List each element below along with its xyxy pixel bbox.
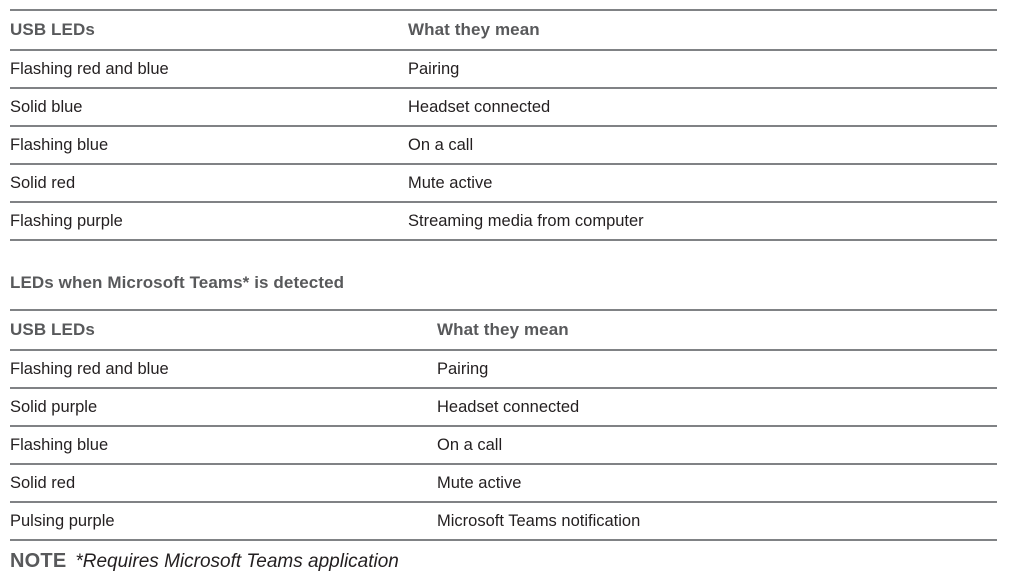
table-row: Solid blue Headset connected [10, 87, 997, 126]
cell-led-state: Solid red [10, 163, 408, 202]
table-header-row: USB LEDs What they mean [10, 9, 997, 51]
cell-led-state: Flashing blue [10, 425, 437, 464]
usb-leds-default-table-head: USB LEDs What they mean [10, 9, 997, 51]
cell-led-state: Flashing blue [10, 125, 408, 164]
cell-meaning: Mute active [408, 163, 997, 202]
cell-led-state: Pulsing purple [10, 501, 437, 541]
cell-meaning: Microsoft Teams notification [437, 501, 997, 541]
column-header-what-they-mean: What they mean [437, 309, 997, 351]
cell-meaning: Pairing [408, 49, 997, 88]
table-row: Solid red Mute active [10, 463, 997, 502]
table-row: Flashing red and blue Pairing [10, 349, 997, 388]
section-gap [10, 241, 997, 271]
cell-meaning: Mute active [437, 463, 997, 502]
column-header-usb-leds: USB LEDs [10, 9, 408, 51]
column-header-what-they-mean: What they mean [408, 9, 997, 51]
note-block: NOTE *Requires Microsoft Teams applicati… [10, 550, 997, 573]
usb-leds-teams-table-body: Flashing red and blue Pairing Solid purp… [10, 349, 997, 541]
table-row: Pulsing purple Microsoft Teams notificat… [10, 501, 997, 541]
table-row: Solid red Mute active [10, 163, 997, 202]
table-row: Flashing red and blue Pairing [10, 49, 997, 88]
cell-meaning: On a call [408, 125, 997, 164]
table-row: Flashing blue On a call [10, 125, 997, 164]
usb-leds-default-table: USB LEDs What they mean Flashing red and… [10, 9, 997, 241]
table-row: Solid purple Headset connected [10, 387, 997, 426]
cell-meaning: Streaming media from computer [408, 201, 997, 241]
cell-led-state: Solid red [10, 463, 437, 502]
usb-leds-teams-table: USB LEDs What they mean Flashing red and… [10, 309, 997, 541]
usb-leds-teams-table-head: USB LEDs What they mean [10, 309, 997, 351]
note-text: *Requires Microsoft Teams application [75, 551, 399, 572]
cell-led-state: Flashing purple [10, 201, 408, 241]
cell-meaning: Headset connected [408, 87, 997, 126]
cell-led-state: Solid purple [10, 387, 437, 426]
table-header-row: USB LEDs What they mean [10, 309, 997, 351]
cell-meaning: On a call [437, 425, 997, 464]
cell-meaning: Headset connected [437, 387, 997, 426]
heading-gap [10, 295, 997, 309]
table-row: Flashing purple Streaming media from com… [10, 201, 997, 241]
top-spacer [10, 0, 997, 9]
section-heading-teams-leds: LEDs when Microsoft Teams* is detected [10, 273, 345, 292]
column-header-usb-leds: USB LEDs [10, 309, 437, 351]
table-row: Flashing blue On a call [10, 425, 997, 464]
cell-led-state: Flashing red and blue [10, 49, 408, 88]
note-label: NOTE [10, 550, 67, 572]
usb-leds-default-table-body: Flashing red and blue Pairing Solid blue… [10, 49, 997, 241]
cell-led-state: Solid blue [10, 87, 408, 126]
cell-meaning: Pairing [437, 349, 997, 388]
cell-led-state: Flashing red and blue [10, 349, 437, 388]
